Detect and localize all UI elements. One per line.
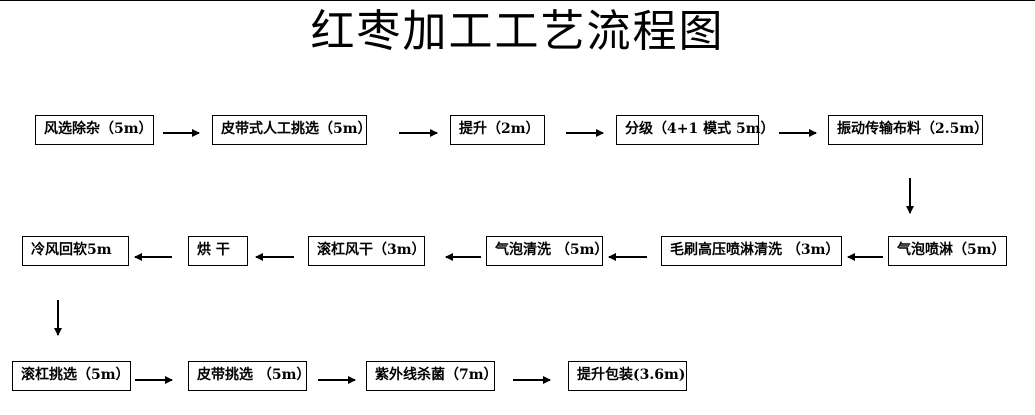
step-belt-manual-picking: 皮带式人工挑选（5m） xyxy=(212,115,372,145)
diagram-title: 红枣加工工艺流程图 xyxy=(310,6,725,57)
step-bubble-spray: 气泡喷淋（5m） xyxy=(888,236,1007,266)
step-vibration-conveying: 振动传输布料（2.5m） xyxy=(828,115,988,145)
step-brush-high-pressure-wash: 毛刷高压喷淋清洗 （3m） xyxy=(661,236,842,266)
step-uv-sterilization: 紫外线杀菌（7m） xyxy=(366,361,498,391)
top-border-line xyxy=(0,0,1035,1)
step-drying: 烘 干 xyxy=(188,236,248,266)
step-roller-picking: 滚杠挑选（5m） xyxy=(12,361,131,391)
step-wind-sorting: 风选除杂（5m） xyxy=(35,115,154,145)
step-lift: 提升（2m） xyxy=(450,115,545,145)
step-bubble-wash: 气泡清洗 （5m） xyxy=(486,236,608,266)
step-grading: 分级（4+1 模式 5m） xyxy=(616,115,775,145)
step-lift-packaging: 提升包装(3.6m) xyxy=(568,361,687,391)
step-belt-picking: 皮带挑选 （5m） xyxy=(188,361,310,391)
step-cold-air-softening: 冷风回软5m xyxy=(22,236,129,266)
step-roller-air-dry: 滚杠风干（3m） xyxy=(308,236,426,266)
